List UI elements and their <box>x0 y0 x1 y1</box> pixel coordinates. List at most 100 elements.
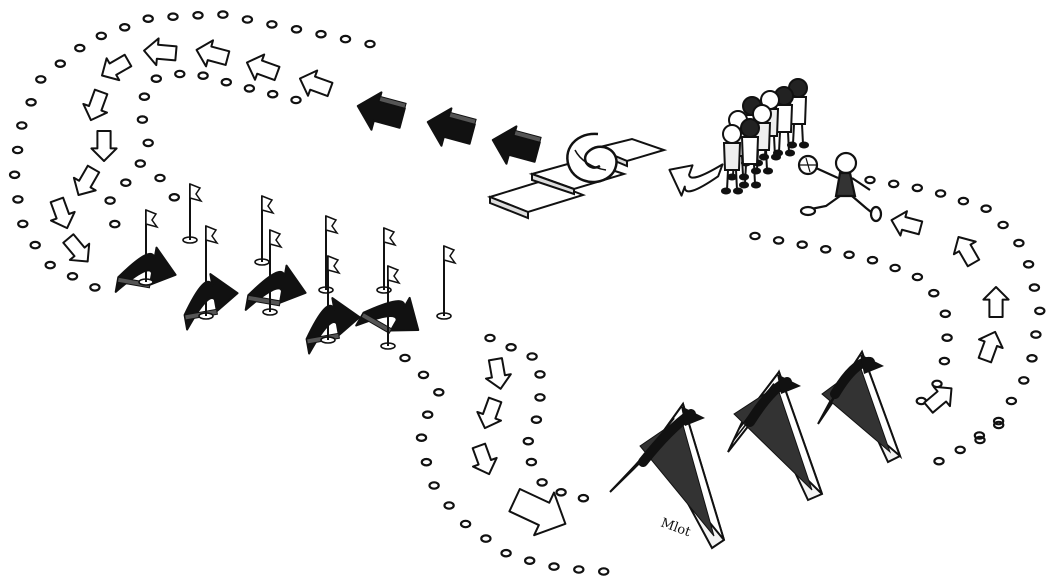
cone-dot <box>11 145 24 155</box>
arrow-solid-icon <box>491 125 542 165</box>
cone-dot <box>530 415 543 425</box>
tunnel-label: Mlot <box>659 516 694 541</box>
cone-dot <box>142 138 154 148</box>
cone-dot <box>197 71 209 81</box>
cone-dot <box>973 431 986 440</box>
arrow-outline-icon <box>90 130 118 162</box>
cone-dot <box>939 309 952 319</box>
cone-dot <box>534 393 546 402</box>
running-child <box>797 151 883 223</box>
cone-dot <box>420 457 433 467</box>
cone-dot <box>136 115 149 124</box>
cone-dot <box>522 436 535 446</box>
cone-dot <box>168 193 180 202</box>
cone-dot <box>134 159 146 168</box>
cone-dot <box>89 283 101 292</box>
cone-dot <box>933 456 945 466</box>
arrow-outline-icon <box>143 37 178 67</box>
cone-dot <box>443 501 455 510</box>
cone-dot <box>941 333 953 343</box>
arrow-outline-icon <box>471 442 498 476</box>
cone-dot <box>1026 353 1038 363</box>
cone-dot <box>266 20 278 29</box>
cone-dot <box>864 175 876 185</box>
cone-dot <box>889 263 901 273</box>
arrow-outline-icon <box>923 385 953 414</box>
cone-dot <box>290 95 302 105</box>
arrow-outline-icon <box>298 69 334 98</box>
arrow-outline-icon <box>82 88 109 122</box>
cone-dot <box>35 75 47 84</box>
cone-markers <box>8 10 1046 576</box>
cone-dot <box>484 333 496 343</box>
cone-dot <box>1018 376 1030 385</box>
cone-dot <box>888 179 900 189</box>
cone-dot <box>992 416 1005 426</box>
direction-arrows <box>49 37 1010 537</box>
cone-dot <box>993 420 1005 430</box>
arrow-solid-icon <box>305 297 361 355</box>
arrow-outline-icon <box>890 210 924 237</box>
cone-dot <box>25 98 37 107</box>
cone-dot <box>577 493 590 503</box>
cone-dot <box>573 565 585 574</box>
cone-dot <box>980 204 992 214</box>
mat <box>489 195 529 220</box>
cone-dot <box>911 183 924 193</box>
cone-dot <box>428 481 440 490</box>
child-figure <box>721 124 743 195</box>
cone-dot <box>104 196 116 205</box>
cone-dot <box>44 260 56 270</box>
cone-dot <box>1034 306 1046 316</box>
tunnel-icon <box>609 401 726 550</box>
cone-dot <box>997 220 1009 230</box>
cone-dot <box>109 219 121 229</box>
cone-dot <box>267 89 279 99</box>
cone-dot <box>866 255 879 265</box>
cone-dot <box>150 74 162 84</box>
children-group <box>721 78 809 195</box>
arrow-outline-icon <box>485 357 512 390</box>
cone-dot <box>820 245 832 254</box>
arrow-solid-icon <box>355 296 420 334</box>
cone-dot <box>243 84 256 93</box>
cone-dot <box>138 92 151 102</box>
arrow-outline-icon <box>101 53 133 82</box>
cone-dot <box>415 433 428 443</box>
cone-dot <box>954 445 966 455</box>
cone-dot <box>364 39 376 49</box>
tunnels <box>609 349 903 550</box>
arrow-outline-icon <box>668 163 724 197</box>
cone-dot <box>555 487 567 497</box>
cone-dot <box>548 562 560 571</box>
cone-dot <box>500 548 512 558</box>
cone-dot <box>749 231 761 241</box>
cone-dot <box>154 173 166 183</box>
cone-dot <box>911 272 924 282</box>
flag-icon <box>320 254 341 344</box>
flag-icon <box>182 182 203 244</box>
flag-icon <box>198 224 219 320</box>
cone-dot <box>938 356 951 366</box>
cone-dot <box>480 534 492 543</box>
cone-dot <box>843 250 855 260</box>
cone-dot <box>95 31 108 41</box>
cone-dot <box>1022 259 1035 269</box>
cone-dot <box>142 14 154 24</box>
cone-dot <box>1028 283 1041 292</box>
flag-icon <box>376 226 397 294</box>
cone-dot <box>433 387 445 397</box>
flag-icon <box>380 264 401 350</box>
flag-icon <box>262 228 283 316</box>
cone-dot <box>54 59 67 69</box>
arrow-outline-icon <box>977 330 1004 364</box>
cone-dot <box>1013 238 1025 248</box>
cone-dot <box>315 29 327 39</box>
cone-dot <box>772 236 785 245</box>
mat <box>531 172 575 196</box>
arrow-outline-icon <box>476 396 503 430</box>
tunnel-icon <box>817 349 903 464</box>
cone-dot <box>29 240 41 250</box>
cone-dot <box>290 24 303 34</box>
